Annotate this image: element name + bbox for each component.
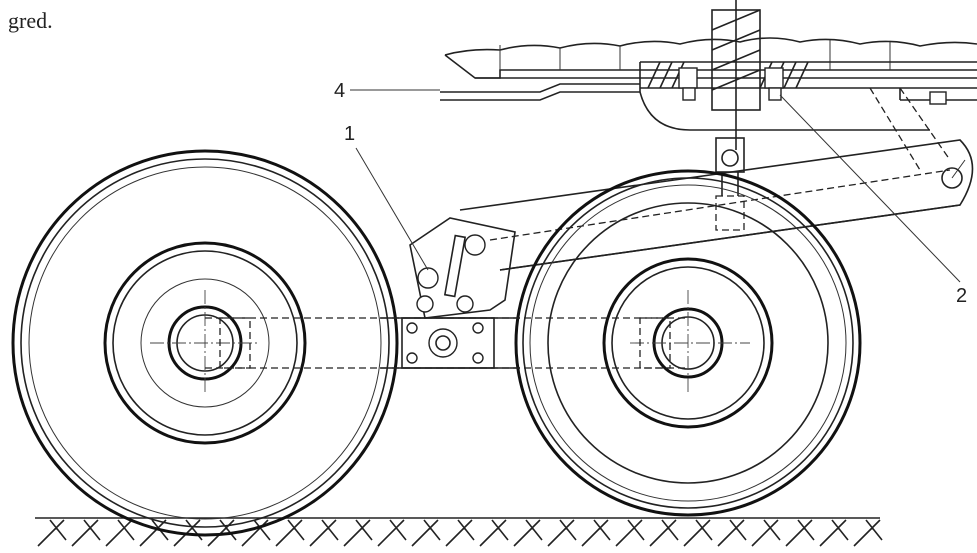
leader-1 <box>355 147 429 271</box>
central-bracket <box>401 217 516 369</box>
bolt-nut <box>929 91 947 105</box>
bolt-nut <box>768 87 782 101</box>
bolt-nut <box>682 87 696 101</box>
leader-2 <box>779 94 961 283</box>
caption-text: gred. <box>8 8 53 33</box>
underframe-hidden <box>869 87 951 171</box>
bolt-head <box>678 67 698 89</box>
left-wheel <box>11 149 399 537</box>
lever-4 <box>440 83 640 101</box>
vertical-shaft <box>711 0 761 231</box>
callout-2: 2 <box>956 285 967 307</box>
underframe-bracket <box>639 91 930 131</box>
callout-1: 1 <box>344 123 355 145</box>
right-wheel <box>514 169 862 517</box>
bolt-head <box>764 67 784 89</box>
callout-4: 4 <box>334 80 345 102</box>
chassis-frame <box>444 37 977 105</box>
ground-hatching <box>35 517 883 547</box>
